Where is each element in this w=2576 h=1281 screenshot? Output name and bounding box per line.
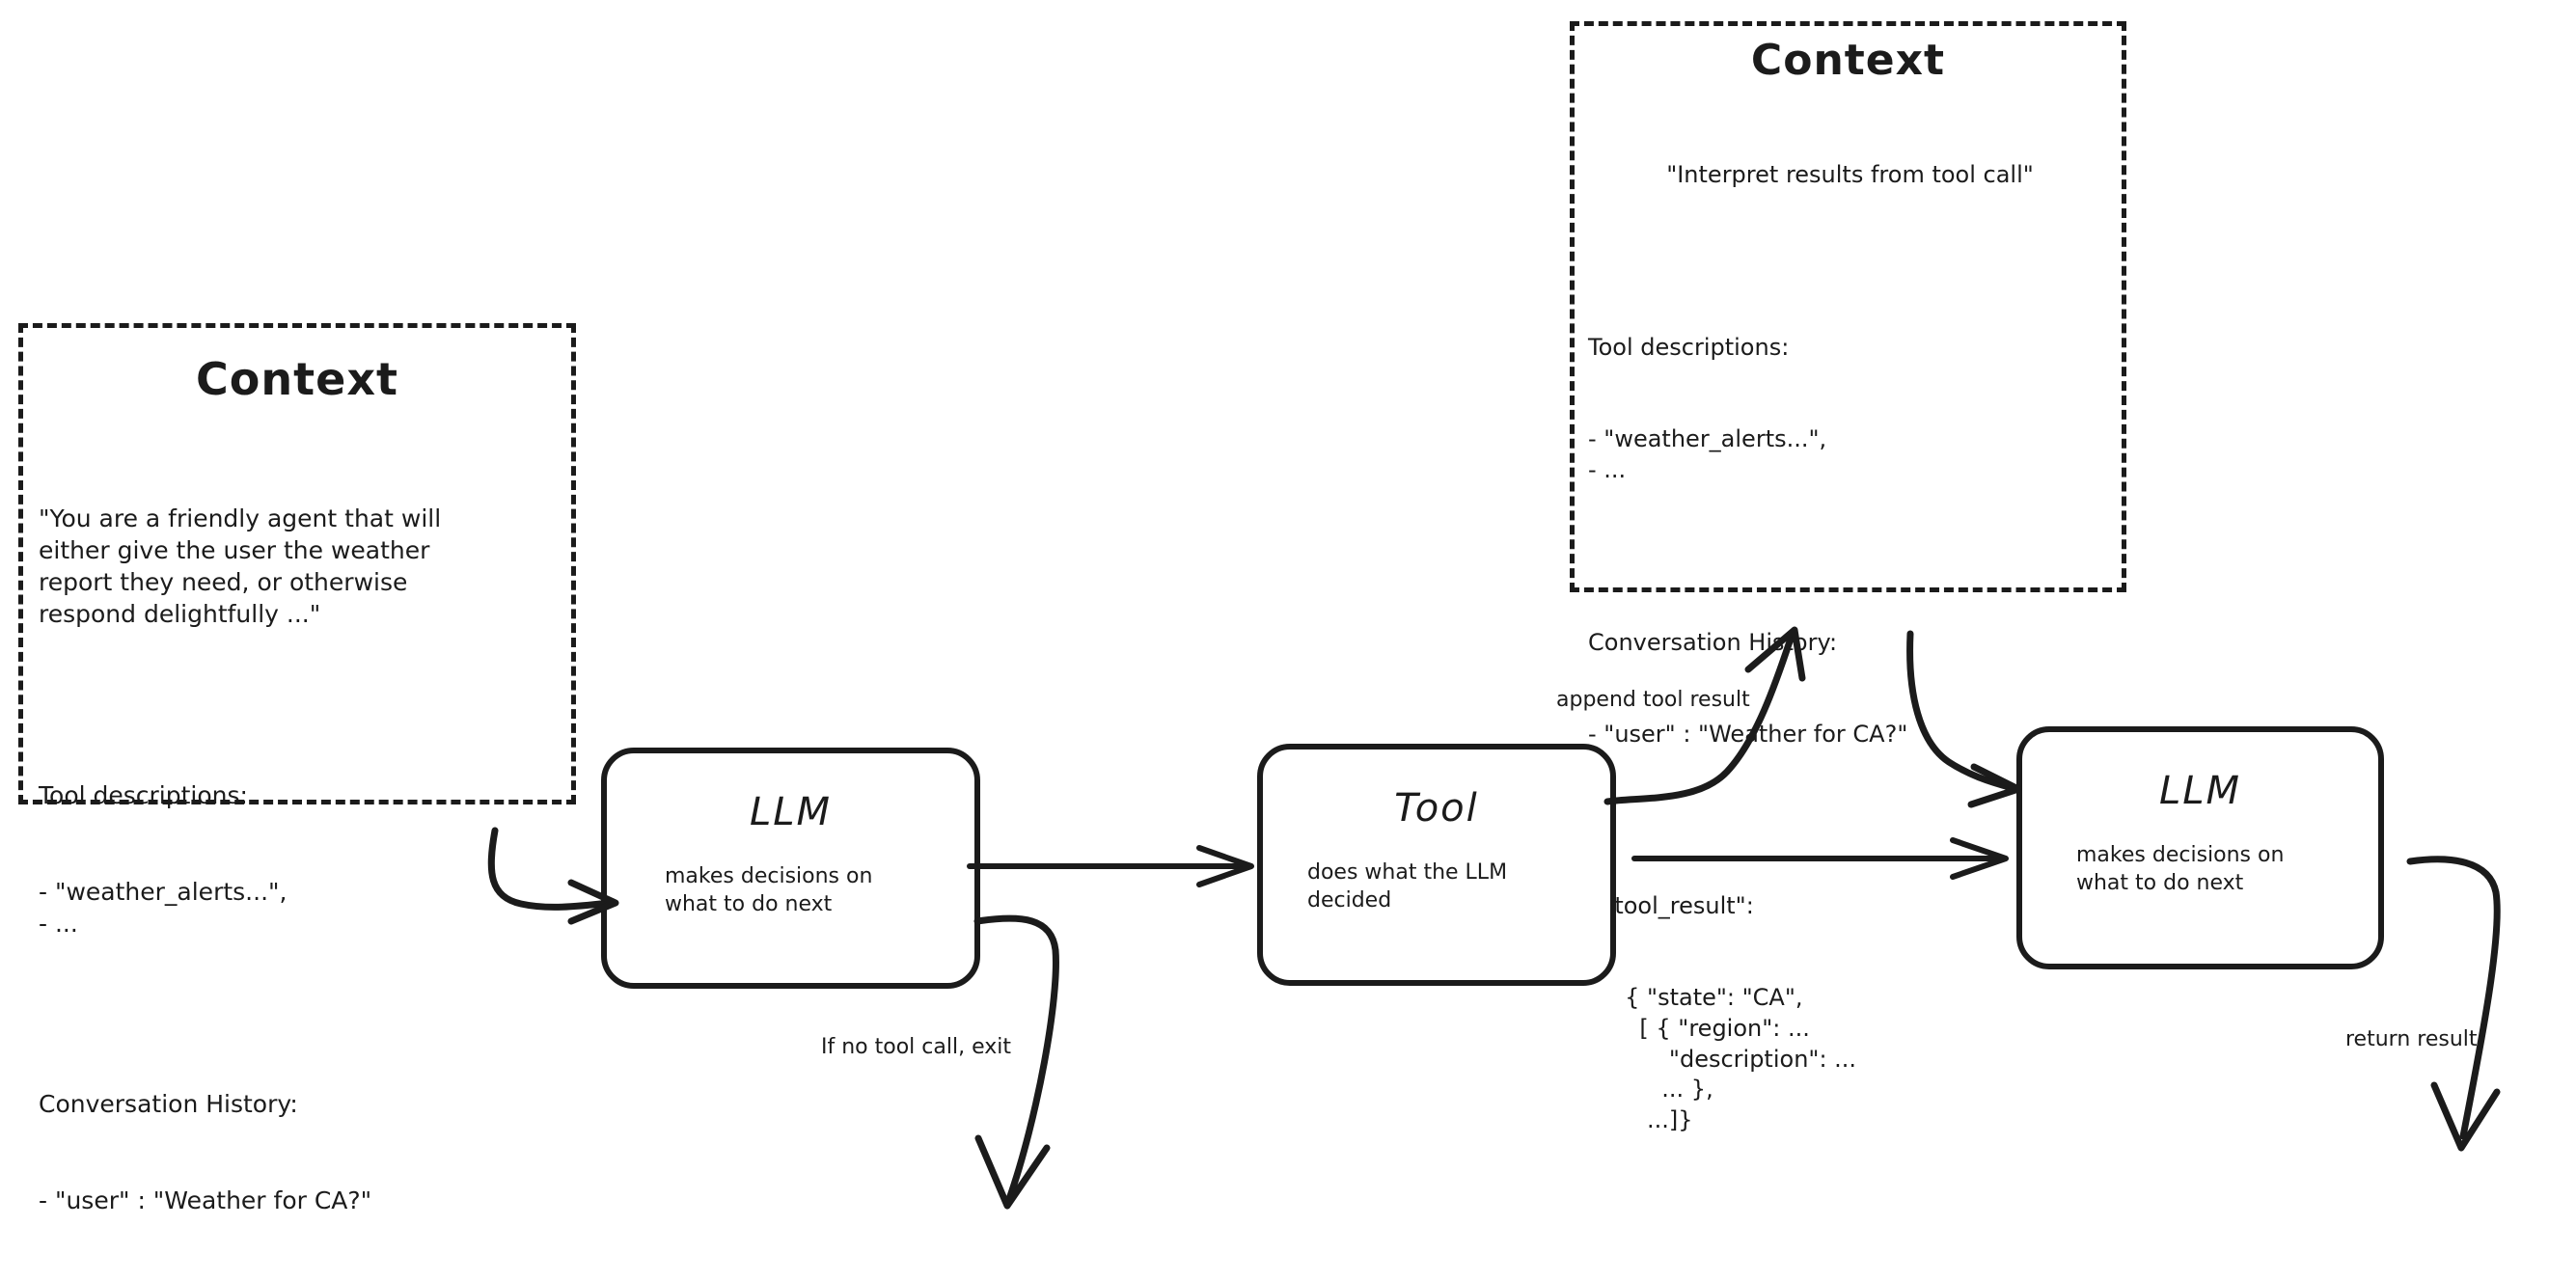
diagram-canvas: Context "You are a friendly agent that w… [18, 21, 2501, 1214]
context-right-tools-items: - "weather_alerts...", - ... [1588, 425, 1827, 483]
context-right-conversation-heading: Conversation History: [1588, 628, 1838, 656]
node-llm-first[interactable]: LLM makes decisions on what to do next [601, 748, 980, 989]
context-left-tools-heading: Tool descriptions: [39, 780, 248, 809]
edge-label-return-result: return result [2345, 1027, 2478, 1051]
edge-label-append-tool-result: append tool result [1556, 688, 1750, 712]
spacer [39, 1004, 571, 1024]
spacer [39, 695, 571, 715]
node-tool-subtitle: does what the LLM decided [1307, 860, 1508, 913]
node-tool-title: Tool [1394, 786, 1479, 831]
context-right-system-prompt: "Interpret results from tool call" [1666, 161, 2034, 189]
context-right-tool-result-body: { "state": "CA", [ { "region": ... "desc… [1625, 984, 1857, 1133]
spacer [1588, 547, 2122, 566]
node-llm-second-title: LLM [2158, 769, 2242, 813]
context-box-after-tool: Context "Interpret results from tool cal… [1570, 21, 2126, 1133]
context-right-title: Context [1750, 36, 1946, 85]
node-llm-first-subtitle: makes decisions on what to do next [665, 864, 873, 916]
arrow-return-result [2406, 856, 2501, 1152]
context-right-tools-heading: Tool descriptions: [1588, 334, 1790, 362]
edge-label-exit: If no tool call, exit [821, 1035, 1011, 1059]
context-left-body: "You are a friendly agent that will eith… [39, 438, 571, 1281]
context-box-initial: Context "You are a friendly agent that w… [18, 323, 576, 1214]
context-right-body: "Interpret results from tool call" Tool … [1588, 99, 2122, 1197]
arrow-exit [973, 914, 1059, 1210]
context-left-title: Context [196, 353, 398, 405]
arrow-llm-to-tool [967, 845, 1254, 887]
context-left-system-prompt: "You are a friendly agent that will eith… [39, 504, 442, 629]
node-llm-second-subtitle: makes decisions on what to do next [2076, 843, 2285, 895]
spacer [1588, 252, 2122, 271]
context-left-conversation-items: - "user" : "Weather for CA?" [39, 1186, 372, 1214]
node-llm-second[interactable]: LLM makes decisions on what to do next [2016, 726, 2384, 969]
node-llm-first-title: LLM [749, 790, 833, 834]
context-left-conversation-heading: Conversation History: [39, 1090, 298, 1119]
context-left-tools-items: - "weather_alerts...", - ... [39, 877, 288, 938]
node-tool[interactable]: Tool does what the LLM decided [1257, 744, 1616, 986]
